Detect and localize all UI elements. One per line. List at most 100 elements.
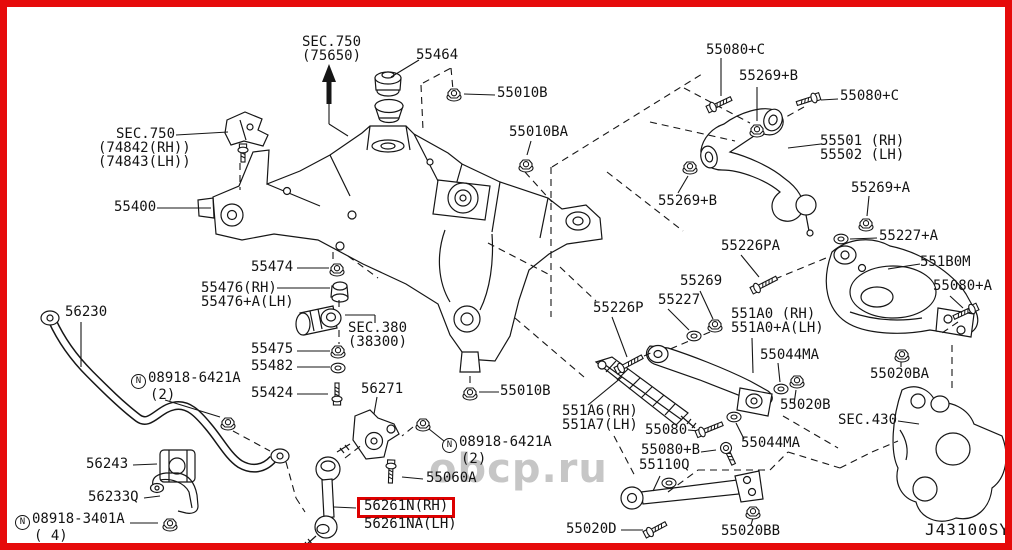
part-label: SEC.750: [116, 126, 176, 142]
diagram-code: J43100SY: [925, 520, 1011, 539]
part-label: 55020D: [566, 521, 617, 537]
nut-icon: [894, 349, 910, 363]
part-label: 55080+B: [641, 442, 701, 458]
part-label: 56271: [361, 381, 404, 397]
part-label: SEC.380(38300): [348, 320, 408, 350]
washer-icon: [661, 477, 677, 489]
bolt-icon: [749, 275, 779, 295]
bolt-icon: [952, 302, 980, 320]
bolt-icon: [331, 382, 343, 406]
member-mount-drawing: [374, 71, 404, 124]
part-label: 55474: [251, 259, 294, 275]
bolt-icon: [795, 92, 822, 107]
bolt-icon: [719, 441, 737, 466]
part-label: 55080+A: [933, 278, 993, 294]
nut-icon: [707, 319, 723, 333]
part-label: 55269: [680, 273, 723, 289]
axle-housing-drawing: [892, 386, 1007, 522]
part-label: 55020BB: [721, 523, 781, 539]
stabilizer-clamp-drawing: [149, 472, 199, 514]
part-label: 551A6(RH)551A7(LH): [562, 403, 638, 433]
circled-n-icon: N: [442, 438, 457, 453]
circled-n-icon: N: [15, 515, 30, 530]
bolt-icon: [613, 354, 644, 375]
part-label: 55020BA: [870, 366, 930, 382]
nut-icon: [220, 417, 236, 431]
part-label: 55110Q: [639, 457, 690, 473]
nut-icon: [162, 518, 178, 532]
washer-icon: [330, 362, 346, 374]
bushing-55476-drawing: [330, 281, 349, 303]
washer-icon: [833, 233, 849, 245]
part-label: 55080: [645, 422, 688, 438]
part-label: SEC.750(75650): [302, 34, 362, 64]
part-label: 55020B: [780, 397, 831, 413]
part-label: 55226PA: [721, 238, 781, 254]
bolt-icon: [385, 459, 397, 484]
radius-rod-drawing: [620, 470, 764, 510]
watermark: obcp.ru: [429, 446, 608, 492]
link-stay-drawing: [594, 356, 697, 429]
nut-icon: [745, 506, 761, 520]
part-label: 56233Q: [88, 489, 139, 505]
part-label: 55400: [114, 199, 157, 215]
part-label: SEC.430: [838, 412, 898, 428]
connecting-rod-drawing: [304, 443, 351, 548]
up-arrow-icon: [322, 64, 336, 104]
washer-icon: [686, 330, 702, 342]
bolt-icon: [694, 421, 724, 439]
part-label: 55060A: [426, 470, 477, 486]
nut-icon: [446, 88, 462, 102]
part-label: 55501 (RH)55502 (LH): [820, 133, 905, 163]
part-label: 55269+B: [658, 193, 718, 209]
stabilizer-bar-drawing: [40, 310, 290, 473]
part-label: 55482: [251, 358, 294, 374]
nut-icon: [789, 375, 805, 389]
circled-n-icon: N: [131, 374, 146, 389]
part-label: 55269+B: [739, 68, 799, 84]
link-bracket-drawing: [352, 409, 400, 460]
hardware-icons: [162, 88, 980, 539]
rear-lower-link-drawing: [825, 239, 979, 338]
part-label: 55269+A: [851, 180, 911, 196]
nut-icon: [682, 161, 698, 175]
part-label: 55464: [416, 47, 459, 63]
nut-icon: [749, 124, 765, 138]
part-label: 55226P: [593, 300, 644, 316]
part-label: 55044MA: [741, 435, 801, 451]
bolt-icon: [237, 143, 249, 163]
dashed-lines: [232, 67, 959, 513]
part-label: 55476(RH)55476+A(LH): [201, 280, 294, 310]
front-lower-link-drawing: [645, 344, 773, 417]
part-label: 55227: [658, 292, 701, 308]
part-label: 55080+C: [706, 42, 766, 58]
subframe-55400-drawing: [197, 125, 603, 373]
nut-icon: [518, 159, 534, 173]
leader-lines: [80, 58, 964, 531]
part-label: 55010B: [500, 383, 551, 399]
part-label: 55424: [251, 385, 294, 401]
part-label: 55010B: [497, 85, 548, 101]
bolt-icon: [642, 521, 668, 539]
nut-icon: [858, 218, 874, 232]
part-label: 55044MA: [760, 347, 820, 363]
nut-icon: [329, 263, 345, 277]
nut-icon: [330, 345, 346, 359]
part-label: 551A0 (RH)551A0+A(LH): [731, 306, 824, 336]
highlighted-part-number: 56261N(RH): [357, 497, 456, 518]
part-label: (74842(RH))(74843(LH)): [98, 140, 191, 170]
part-label: 55010BA: [509, 124, 569, 140]
stabilizer-bushing-drawing: [159, 449, 196, 483]
part-label: 55080+C: [840, 88, 900, 104]
part-label: 55475: [251, 341, 294, 357]
part-label: 55227+A: [879, 228, 939, 244]
part-label: 56243: [86, 456, 129, 472]
member-bracket-drawing: [224, 111, 269, 147]
bolt-icon: [705, 96, 733, 114]
washer-icon: [726, 411, 742, 423]
part-label: 551B0M: [920, 254, 971, 270]
